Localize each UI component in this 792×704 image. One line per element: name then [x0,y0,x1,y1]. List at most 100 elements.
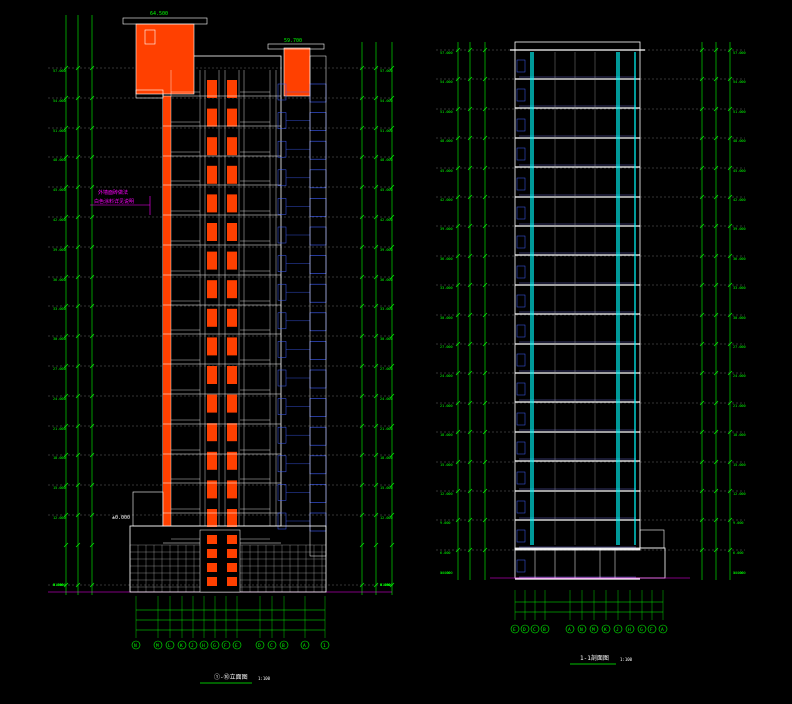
elevation-dim-tick [389,154,395,160]
section-axis-label: C [533,627,536,633]
elevation-red-panel [207,165,217,184]
section-axis-bubble [510,624,520,634]
section-dim-tick [727,341,733,347]
section-dim-tick [455,341,461,347]
elevation-dim-tick [389,65,395,71]
section-level-label: 12.000 [733,492,746,496]
elevation-window [277,226,287,244]
section-title: 1-1剖面图 [580,654,609,662]
elevation-level-label: 36.000 [53,278,66,282]
elevation-dim-tick [359,95,365,101]
section-dim-tick [467,312,473,318]
section-level-label: 30.000 [733,316,746,320]
elevation-building [48,17,392,593]
section-level-label: 30.000 [440,316,453,320]
section-dim-tick [467,253,473,259]
section-dim-tick [467,488,473,494]
section-level-label: 36.000 [440,257,453,261]
elevation-dim-tick [75,274,81,280]
section-window [516,529,526,543]
elevation-level-label: 21.000 [380,427,393,431]
elevation-red-panel [227,535,237,544]
section-dim-tick [467,517,473,523]
elevation-dim-tick [359,154,365,160]
section-dim-tick [482,370,488,376]
elevation-red-panel [227,549,237,558]
elevation-axis-label: J [191,643,194,649]
section-dim-tick [455,459,461,465]
elevation-red-panel [227,451,237,470]
section-axis-label: N [580,627,583,633]
section-dim-tick [455,429,461,435]
section-dim-tick [455,223,461,229]
elevation-dim-tick [359,423,365,429]
elevation-dim-tick [63,423,69,429]
elevation-level-label: 27.000 [380,367,393,371]
elevation-dim-tick [359,482,365,488]
section-dim-tick [467,165,473,171]
elevation-dim-tick [89,482,95,488]
section-dim-tick [699,253,705,259]
section-level-label: 6.000 [733,551,744,555]
elevation-dim-tick [63,184,69,190]
section-level-label: 36.000 [733,257,746,261]
elevation-window [277,369,287,387]
elevation-red-panel [227,80,237,98]
section-dim-tick [699,282,705,288]
elevation-window [277,112,287,129]
section-level-label: 3.000 [733,571,744,575]
elevation-axis-bubble [267,640,277,650]
elevation-dim-tick [389,482,395,488]
section-dim-tick [727,517,733,523]
section-axis-bubble [658,624,668,634]
elevation-dim-tick [63,154,69,160]
section-axis-label: K [604,627,607,633]
elevation-level-label: 39.000 [53,248,66,252]
elevation-red-panel [207,308,217,327]
section-dim-tick [713,488,719,494]
section-dim-tick [713,47,719,53]
elevation-annotation-2: 白色涂料详见说明 [94,198,134,205]
elevation-red-panel [207,577,217,586]
elevation-level-label: 24.000 [53,397,66,401]
section-scale: 1:100 [620,657,633,662]
elevation-dim-tick [373,582,379,588]
section-level-label: 48.000 [733,139,746,143]
section-dim-tick [467,106,473,112]
section-window [516,59,526,73]
elevation-dim-tick [63,274,69,280]
elevation-red-panel [207,563,217,572]
section-dim-tick [699,76,705,82]
elevation-axis-label: L [168,643,171,649]
section-dim-tick [727,223,733,229]
elevation-level-label: 51.000 [53,129,66,133]
section-level-label: 15.000 [440,463,453,467]
elevation-dim-tick [359,214,365,220]
elevation-red-panel [227,308,237,327]
elevation-red-panel [227,108,237,127]
elevation-axis-bubble [199,640,209,650]
elevation-window [277,83,287,101]
elevation-axis-bubble [131,640,141,650]
elevation-dim-tick [63,214,69,220]
elevation-top-block-right [283,47,311,97]
elevation-red-panel [227,423,237,442]
section-dim-tick [482,547,488,553]
elevation-level-label: 9.000 [53,583,64,587]
elevation-scale: 1:100 [258,676,271,681]
section-window [516,177,526,191]
section-axis-label: D [523,627,526,633]
elevation-dim-tick [63,363,69,369]
elevation-dim-tick [389,542,395,548]
elevation-window [277,455,287,473]
elevation-dim-tick [389,333,395,339]
section-axis-label: J [616,627,619,633]
elevation-axis-bubble [320,640,330,650]
section-window [516,412,526,426]
elevation-red-strip-left [163,96,171,526]
section-dim-tick [455,400,461,406]
elevation-dim-tick [389,303,395,309]
elevation-top-cap-right [267,43,325,50]
section-level-label: ±0.000 [733,571,746,575]
section-dim-tick [467,429,473,435]
